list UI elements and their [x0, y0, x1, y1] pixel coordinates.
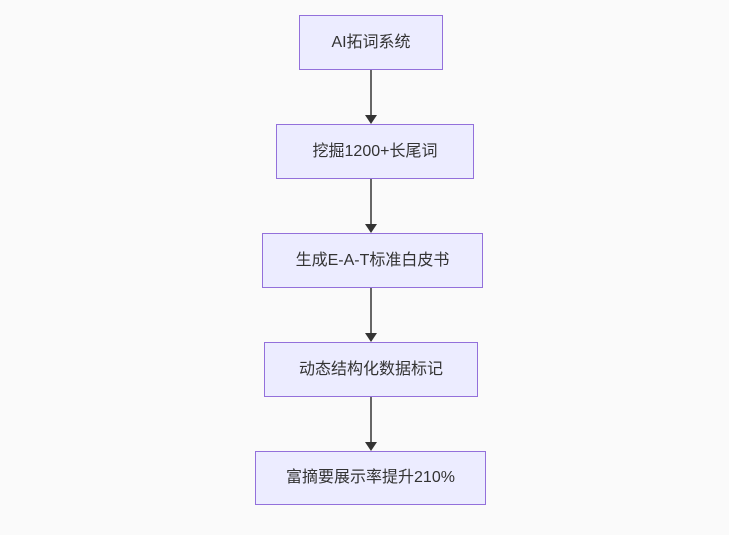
flow-node-label: 生成E-A-T标准白皮书	[295, 251, 450, 269]
flow-arrow-4	[365, 397, 378, 451]
flow-arrow-1	[365, 70, 378, 124]
flow-node-label: 动态结构化数据标记	[298, 360, 443, 378]
arrowhead-down-icon	[365, 442, 377, 451]
arrow-line	[370, 288, 372, 335]
arrowhead-down-icon	[365, 333, 377, 342]
arrow-line	[370, 70, 372, 117]
arrowhead-down-icon	[365, 224, 377, 233]
flow-node-eat-whitepaper: 生成E-A-T标准白皮书	[262, 233, 483, 288]
flow-node-longtail-mining: 挖掘1200+长尾词	[276, 124, 474, 179]
flow-node-rich-snippet-result: 富摘要展示率提升210%	[255, 451, 486, 505]
flow-node-label: 挖掘1200+长尾词	[312, 142, 438, 160]
flow-arrow-3	[365, 288, 378, 342]
flow-node-ai-word-expansion: AI拓词系统	[299, 15, 443, 70]
flow-node-label: 富摘要展示率提升210%	[286, 469, 455, 487]
flow-node-structured-data: 动态结构化数据标记	[264, 342, 478, 397]
flow-arrow-2	[365, 179, 378, 233]
flow-node-label: AI拓词系统	[331, 33, 411, 51]
arrow-line	[370, 397, 372, 444]
arrowhead-down-icon	[365, 115, 377, 124]
arrow-line	[370, 179, 372, 226]
